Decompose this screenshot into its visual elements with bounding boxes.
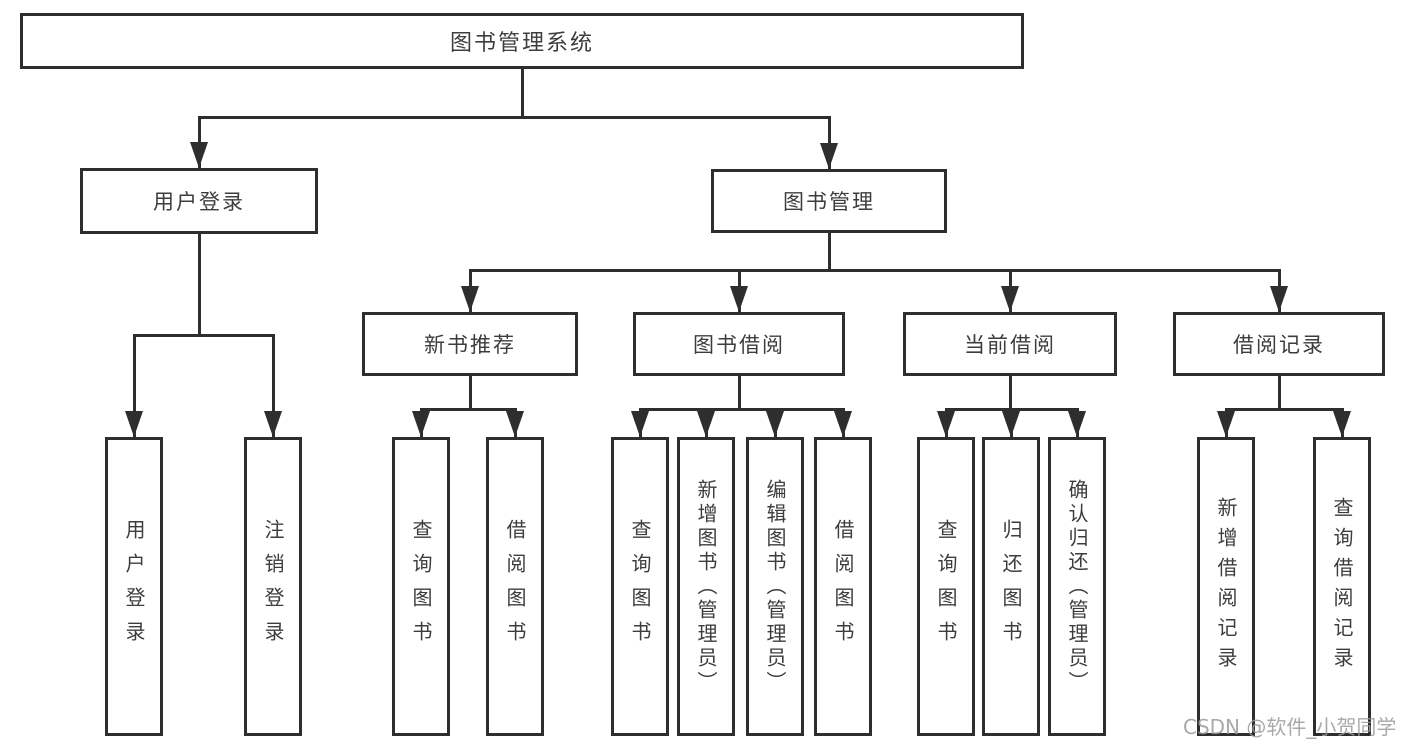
leaf-borrow-borrow-book-label: 借阅图书 (831, 518, 855, 655)
arrowhead-bw-edit (766, 411, 784, 437)
connector-borrow-records-rail (1224, 408, 1344, 411)
connector-new-book-trunk (468, 376, 472, 408)
leaf-user-login-label: 用户登录 (122, 518, 146, 655)
connector-level1-rail (197, 116, 831, 119)
arrowhead-rec-add (1217, 411, 1235, 437)
leaf-current-confirm-return-label: 确认归还（管理员） (1065, 478, 1089, 695)
connector-new-book-rail (419, 408, 517, 411)
leaf-borrow-query-label: 查询图书 (628, 518, 652, 655)
node-root-title-label: 图书管理系统 (449, 31, 594, 56)
leaf-borrow-add-book-label: 新增图书（管理员） (694, 478, 718, 695)
leaf-borrow-query: 查询图书 (611, 437, 669, 736)
node-current-borrow: 当前借阅 (903, 312, 1117, 376)
node-book-management: 图书管理 (711, 169, 947, 233)
leaf-logout-label: 注销登录 (261, 518, 285, 655)
arrowhead-cur-query (937, 411, 955, 437)
connector-level2-rail (468, 269, 1281, 272)
csdn-watermark: CSDN @软件_小贺同学 (1183, 715, 1397, 739)
connector-drop-logout-leaf (271, 334, 275, 437)
arrowhead-current-borrow (1001, 286, 1019, 312)
connector-book-borrow-trunk (737, 376, 741, 408)
arrowhead-borrow-records (1270, 286, 1288, 312)
arrowhead-bw-query (631, 411, 649, 437)
node-root-title: 图书管理系统 (20, 13, 1024, 69)
arrowhead-login-leaf (125, 411, 143, 437)
connector-drop-book-management (827, 116, 831, 169)
arrowhead-new-book (461, 286, 479, 312)
arrowhead-rec-query (1333, 411, 1351, 437)
node-book-borrow: 图书借阅 (633, 312, 845, 376)
leaf-record-add-label: 新增借阅记录 (1214, 496, 1238, 677)
leaf-current-confirm-return: 确认归还（管理员） (1048, 437, 1106, 736)
arrowhead-user-login (190, 142, 208, 168)
node-borrow-records-label: 借阅记录 (1233, 333, 1325, 357)
connector-title-trunk (520, 69, 524, 116)
leaf-newbook-query-label: 查询图书 (409, 518, 433, 655)
arrowhead-bw-borrow (834, 411, 852, 437)
leaf-borrow-add-book: 新增图书（管理员） (677, 437, 735, 736)
leaf-borrow-edit-book: 编辑图书（管理员） (746, 437, 804, 736)
leaf-record-query-label: 查询借阅记录 (1330, 496, 1354, 677)
node-user-login-label: 用户登录 (153, 190, 245, 214)
leaf-borrow-edit-book-label: 编辑图书（管理员） (763, 478, 787, 695)
node-book-borrow-label: 图书借阅 (693, 333, 785, 357)
leaf-record-add: 新增借阅记录 (1197, 437, 1255, 736)
connector-drop-login-leaf (132, 334, 136, 437)
arrowhead-bw-add (697, 411, 715, 437)
node-user-login: 用户登录 (80, 168, 318, 234)
connector-book-borrow-rail (638, 408, 845, 411)
leaf-newbook-borrow: 借阅图书 (486, 437, 544, 736)
connector-user-login-trunk (197, 234, 201, 334)
leaf-current-return-label: 归还图书 (999, 518, 1023, 655)
node-new-book-recommend-label: 新书推荐 (424, 333, 516, 357)
connector-current-borrow-trunk (1008, 376, 1012, 408)
leaf-user-login: 用户登录 (105, 437, 163, 736)
arrowhead-cur-return (1002, 411, 1020, 437)
leaf-newbook-borrow-label: 借阅图书 (503, 518, 527, 655)
node-new-book-recommend: 新书推荐 (362, 312, 578, 376)
node-current-borrow-label: 当前借阅 (964, 333, 1056, 357)
leaf-newbook-query: 查询图书 (392, 437, 450, 736)
leaf-borrow-borrow-book: 借阅图书 (814, 437, 872, 736)
leaf-current-query: 查询图书 (917, 437, 975, 736)
node-borrow-records: 借阅记录 (1173, 312, 1385, 376)
connector-book-management-trunk (827, 233, 831, 269)
connector-user-login-rail (132, 334, 275, 337)
leaf-current-return: 归还图书 (982, 437, 1040, 736)
arrowhead-nb-query (412, 411, 430, 437)
arrowhead-book-management (820, 143, 838, 169)
arrowhead-book-borrow (730, 286, 748, 312)
leaf-logout: 注销登录 (244, 437, 302, 736)
arrowhead-nb-borrow (506, 411, 524, 437)
arrowhead-cur-confirm (1068, 411, 1086, 437)
node-book-management-label: 图书管理 (783, 190, 875, 214)
arrowhead-logout-leaf (264, 411, 282, 437)
leaf-record-query: 查询借阅记录 (1313, 437, 1371, 736)
leaf-current-query-label: 查询图书 (934, 518, 958, 655)
connector-borrow-records-trunk (1277, 376, 1281, 408)
